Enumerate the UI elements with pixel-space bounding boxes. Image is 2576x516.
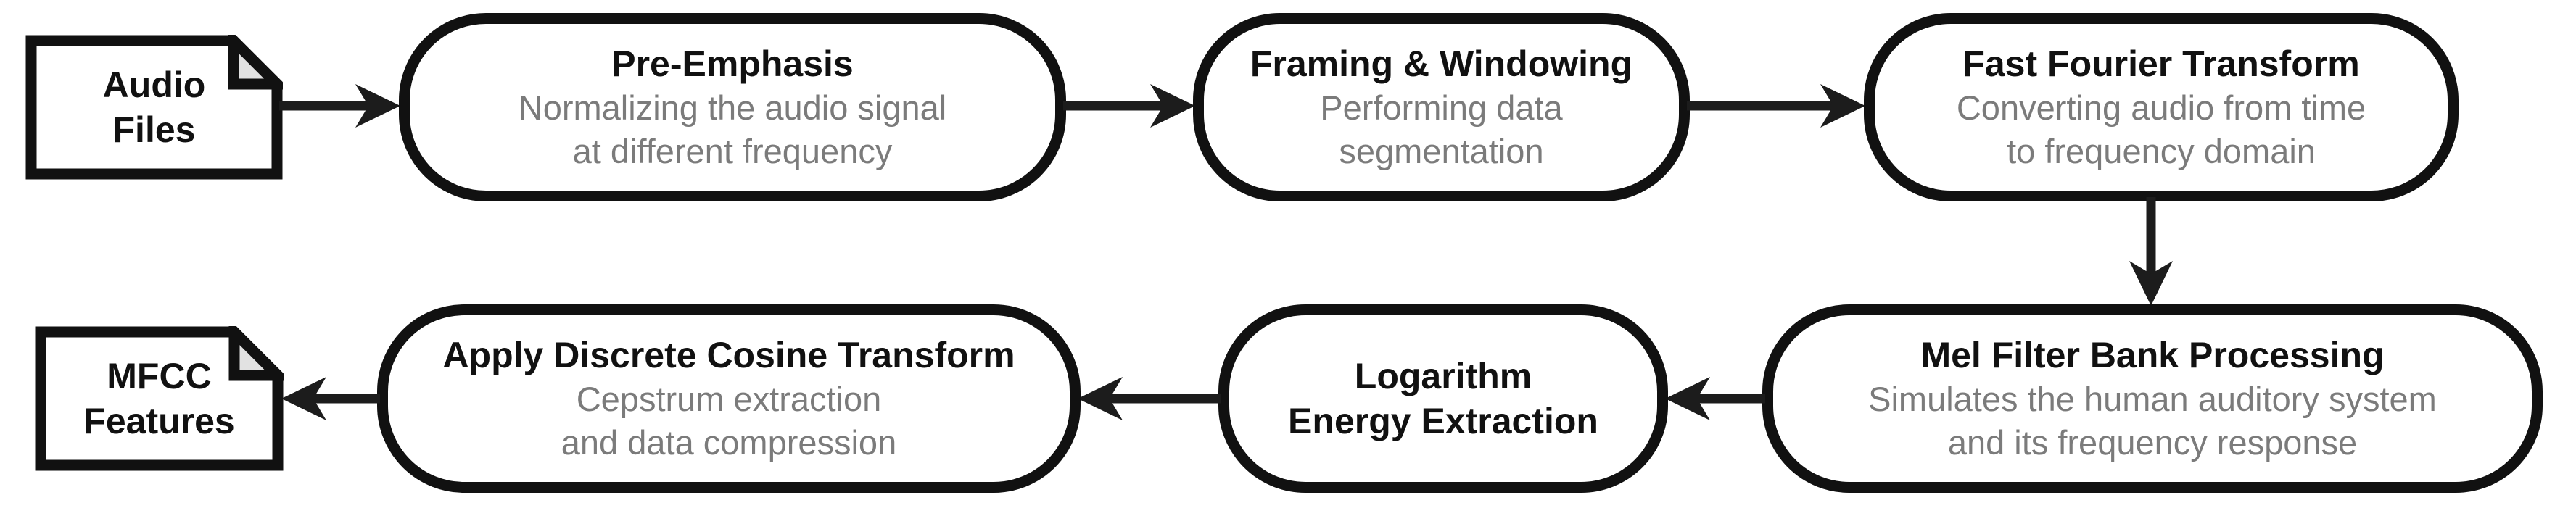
node-mfcc-features: MFCC Features — [35, 326, 284, 471]
node-title: Energy Extraction — [1288, 401, 1598, 441]
node-description-line: Normalizing the audio signal — [518, 88, 947, 127]
folded-corner-icon — [228, 326, 284, 381]
node-description-line: Converting audio from time — [1956, 88, 2366, 127]
node-description-line: Simulates the human auditory system — [1868, 380, 2437, 418]
connector-fft-to-melfilterbank-icon — [2129, 197, 2173, 306]
node-title: Fast Fourier Transform — [1962, 43, 2360, 84]
connector-framing-to-fft-icon — [1687, 84, 1865, 128]
node-label: Audio Files — [31, 41, 277, 174]
document-shape-icon — [35, 326, 284, 471]
connector-audio-to-preemphasis-icon — [279, 84, 400, 128]
node-logarithm-energy-extraction: Logarithm Energy Extraction — [1218, 304, 1668, 493]
node-title: Mel Filter Bank Processing — [1920, 335, 2385, 375]
node-audio-files: Audio Files — [25, 35, 283, 180]
node-description-line: segmentation — [1339, 132, 1544, 170]
node-label: MFCC Features — [41, 332, 278, 465]
node-description-line: to frequency domain — [2007, 132, 2316, 170]
node-description-line: Cepstrum extraction — [576, 380, 882, 418]
node-label-line: Features — [83, 401, 235, 441]
connector-dct-to-mfcc-icon — [281, 377, 380, 420]
node-description-line: and data compression — [561, 423, 897, 462]
folded-corner-icon — [228, 35, 283, 90]
node-title: Pre-Emphasis — [611, 43, 854, 84]
node-description-line: and its frequency response — [1947, 423, 2358, 462]
node-framing-windowing: Framing & Windowing Performing data segm… — [1193, 13, 1690, 201]
node-description-line: Performing data — [1320, 88, 1563, 127]
node-label-line: MFCC — [107, 356, 212, 396]
document-shape-icon — [25, 35, 283, 180]
connector-logarithm-to-dct-icon — [1078, 377, 1221, 420]
node-title: Logarithm — [1354, 356, 1532, 396]
node-label-line: Audio — [102, 64, 206, 105]
node-title: Apply Discrete Cosine Transform — [442, 335, 1015, 375]
node-mel-filter-bank: Mel Filter Bank Processing Simulates the… — [1762, 304, 2543, 493]
connector-melfilterbank-to-logarithm-icon — [1665, 377, 1765, 420]
node-description-line: at different frequency — [572, 132, 893, 170]
node-label-line: Files — [112, 109, 196, 150]
connector-preemphasis-to-framing-icon — [1063, 84, 1195, 128]
node-fft: Fast Fourier Transform Converting audio … — [1864, 13, 2459, 201]
node-pre-emphasis: Pre-Emphasis Normalizing the audio signa… — [399, 13, 1066, 201]
node-title: Framing & Windowing — [1250, 43, 1633, 84]
node-discrete-cosine-transform: Apply Discrete Cosine Transform Cepstrum… — [377, 304, 1081, 493]
